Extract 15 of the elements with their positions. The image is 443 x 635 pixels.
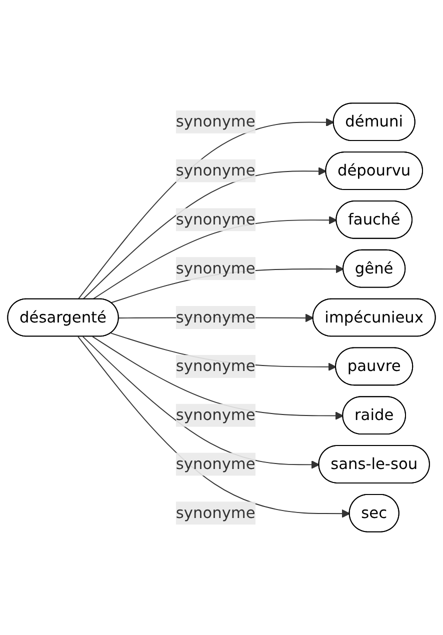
edge-label: synonyme [176,112,256,131]
edge-label: synonyme [176,504,256,522]
edge-label: synonyme [176,161,256,180]
arrow [82,336,320,469]
edge-label: synonyme [176,454,256,473]
arrow [82,167,326,300]
arrow [92,336,344,420]
edge-label: synonyme [176,259,256,278]
arrow [78,336,350,518]
edge-label: synonyme [176,406,256,424]
arrow [92,216,338,300]
edge-label: synonyme [176,356,256,376]
arrow [78,118,334,300]
edge-label: synonyme [176,210,256,228]
edge-label: synonyme [176,308,256,326]
